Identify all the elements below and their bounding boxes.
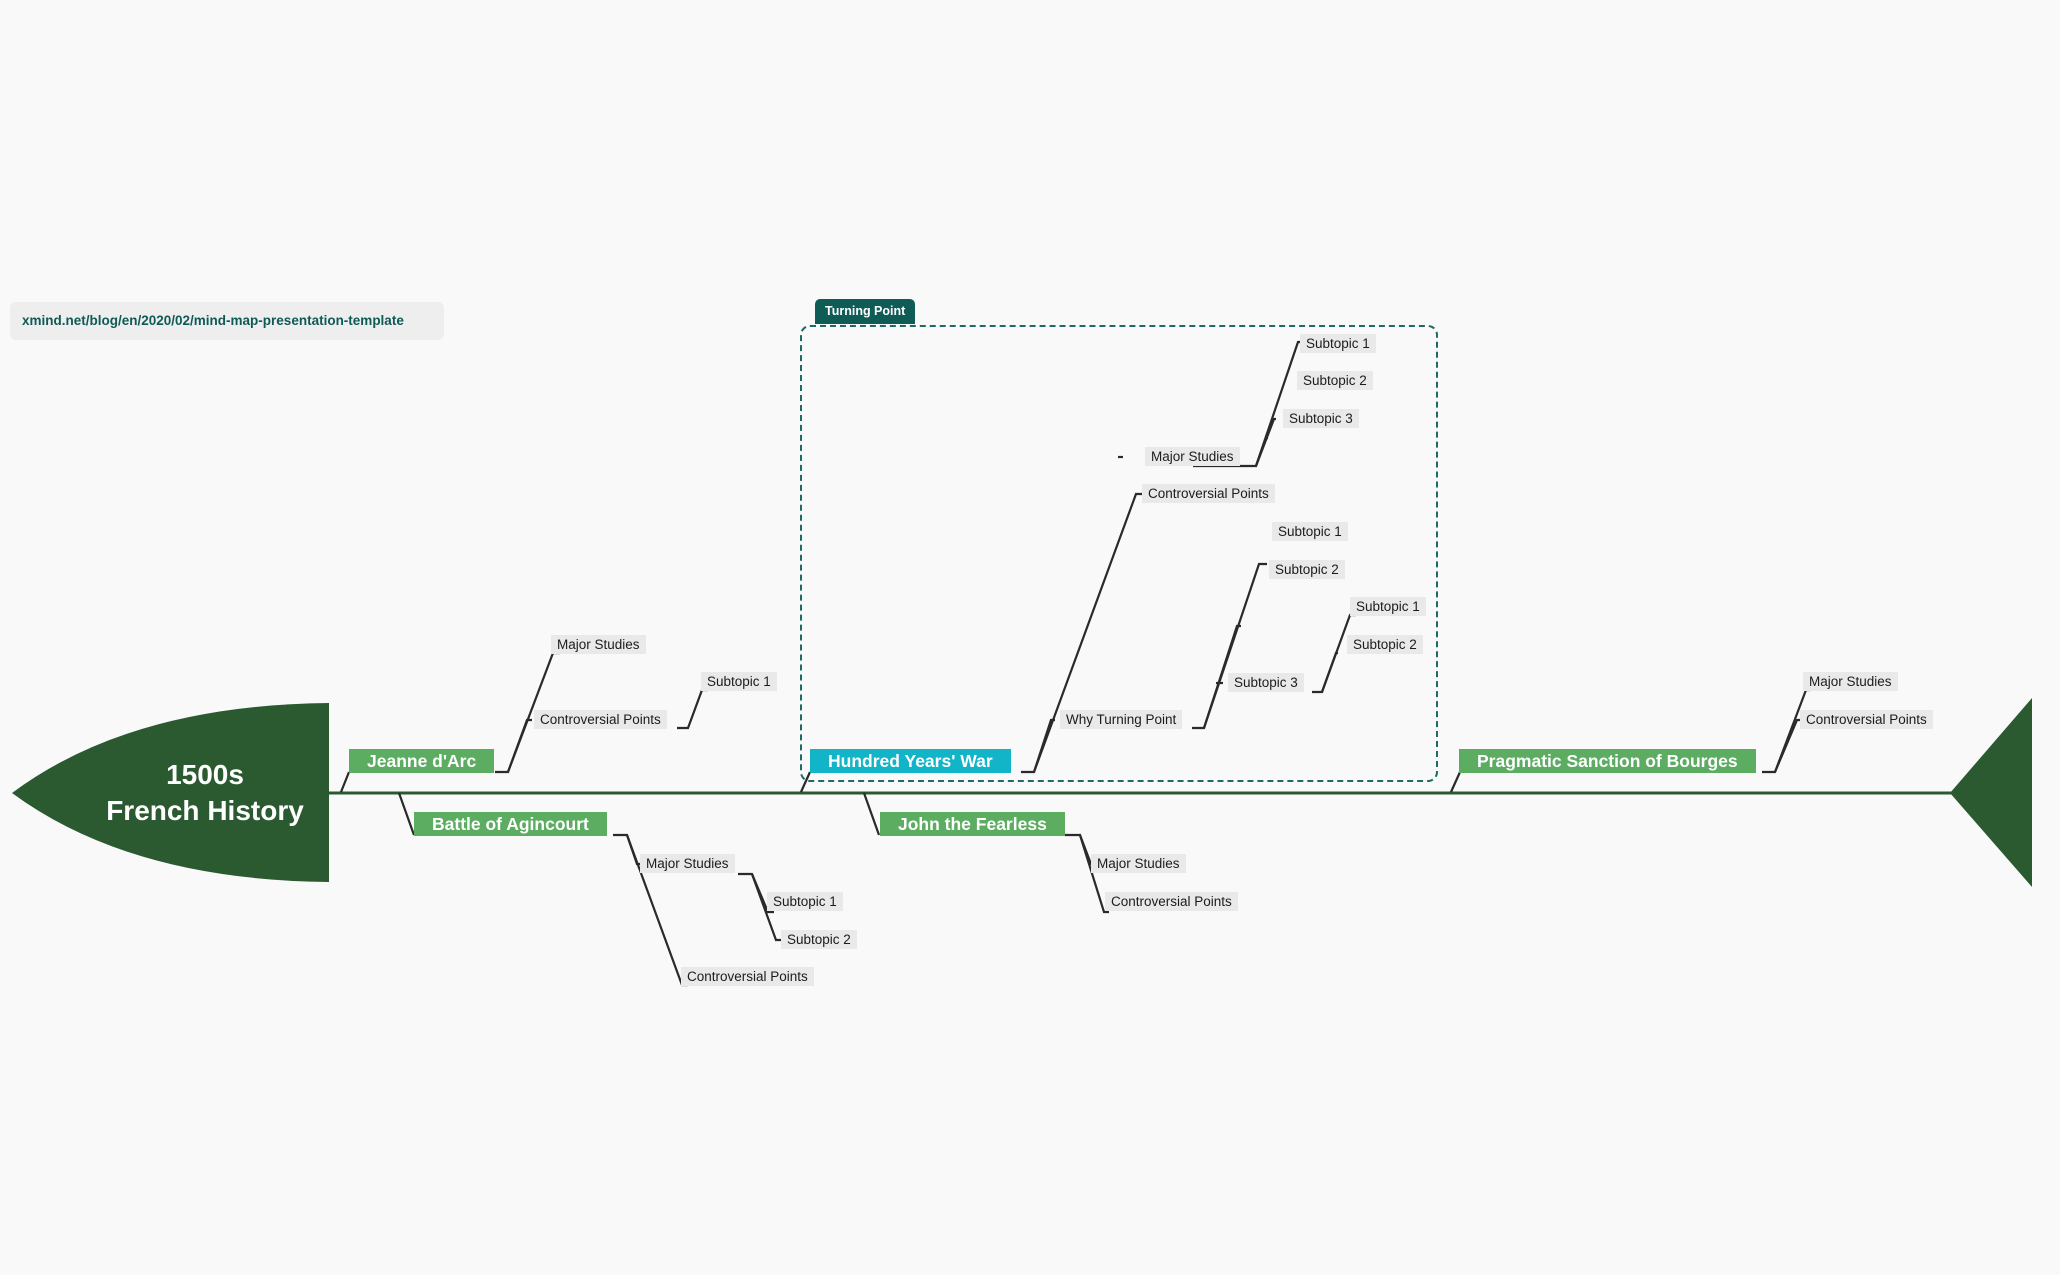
- hundred-why-subtopic-3[interactable]: Subtopic 3: [1228, 673, 1304, 692]
- hundred-why-turning-point[interactable]: Why Turning Point: [1060, 710, 1183, 729]
- fish-tail: [1950, 698, 2032, 887]
- jeanne-controversial-subtopic-1[interactable]: Subtopic 1: [701, 672, 777, 691]
- hundred-why-subtopic-2[interactable]: Subtopic 2: [1269, 560, 1345, 579]
- john-major-studies[interactable]: Major Studies: [1091, 854, 1186, 873]
- hundred-why-sub3-subtopic-1[interactable]: Subtopic 1: [1350, 597, 1426, 616]
- central-topic[interactable]: 1500s French History: [80, 757, 330, 829]
- hundred-controversial-points[interactable]: Controversial Points: [1142, 484, 1275, 503]
- agincourt-major-studies[interactable]: Major Studies: [640, 854, 735, 873]
- jeanne-controversial-points[interactable]: Controversial Points: [534, 710, 667, 729]
- agincourt-major-subtopic-2[interactable]: Subtopic 2: [781, 930, 857, 949]
- boundary-label[interactable]: Turning Point: [815, 299, 916, 324]
- hundred-why-sub3-subtopic-2[interactable]: Subtopic 2: [1347, 635, 1423, 654]
- topic-pragmatic-sanction-of-bourges[interactable]: Pragmatic Sanction of Bourges: [1459, 749, 1756, 773]
- john-controversial-points[interactable]: Controversial Points: [1105, 892, 1238, 911]
- hundred-major-subtopic-3[interactable]: Subtopic 3: [1283, 409, 1359, 428]
- hundred-major-subtopic-2[interactable]: Subtopic 2: [1297, 371, 1373, 390]
- pragmatic-controversial-points[interactable]: Controversial Points: [1800, 710, 1933, 729]
- central-topic-line2: French History: [106, 795, 304, 826]
- topic-hundred-years-war[interactable]: Hundred Years' War: [810, 749, 1011, 773]
- fish-head: [12, 703, 329, 882]
- jeanne-major-studies[interactable]: Major Studies: [551, 635, 646, 654]
- hundred-major-subtopic-1[interactable]: Subtopic 1: [1300, 334, 1376, 353]
- turning-point-boundary[interactable]: [800, 325, 1438, 782]
- source-link[interactable]: xmind.net/blog/en/2020/02/mind-map-prese…: [10, 302, 444, 340]
- hundred-major-studies[interactable]: Major Studies: [1145, 447, 1240, 466]
- topic-jeanne-darc[interactable]: Jeanne d'Arc: [349, 749, 495, 773]
- pragmatic-major-studies[interactable]: Major Studies: [1803, 672, 1898, 691]
- topic-battle-of-agincourt[interactable]: Battle of Agincourt: [414, 812, 607, 836]
- agincourt-controversial-points[interactable]: Controversial Points: [681, 967, 814, 986]
- agincourt-major-subtopic-1[interactable]: Subtopic 1: [767, 892, 843, 911]
- central-topic-line1: 1500s: [166, 759, 244, 790]
- topic-john-the-fearless[interactable]: John the Fearless: [880, 812, 1065, 836]
- hundred-why-subtopic-1[interactable]: Subtopic 1: [1272, 522, 1348, 541]
